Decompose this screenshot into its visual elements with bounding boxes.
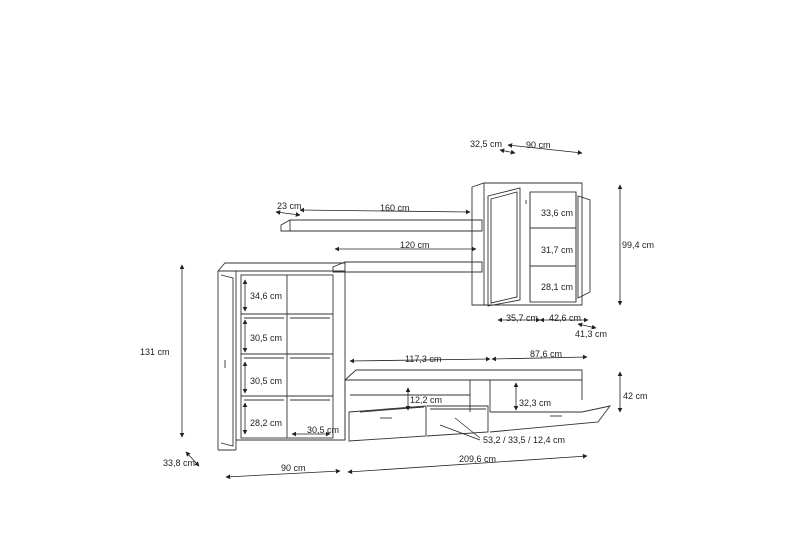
dim-wall-width — [507, 143, 583, 155]
dim-label-wall-shelf-1: 33,6 cm — [541, 208, 574, 218]
leader-lines — [439, 417, 481, 441]
dim-shelf-width — [299, 207, 471, 215]
dim-label-bench-width: 209,6 cm — [459, 454, 497, 464]
dim-label-shelf-width: 160 cm — [380, 203, 410, 213]
dim-label-bench-drawers: 53,2 / 33,5 / 12,4 cm — [483, 435, 566, 445]
dim-label-bench-top-left: 117,3 cm — [405, 354, 442, 364]
dim-shelf-depth — [275, 210, 301, 217]
dim-label-wall-depth: 32,5 cm — [470, 139, 503, 149]
dim-cabinet-depth — [185, 451, 200, 467]
dim-label-wall-shelf-3: 28,1 cm — [541, 282, 574, 292]
dim-label-wall-side: 41,3 cm — [575, 329, 608, 339]
dim-label-shelf-depth: 23 cm — [277, 201, 302, 211]
dim-label-cabinet-height: 131 cm — [140, 347, 170, 357]
dim-label-bridge-width: 120 cm — [400, 240, 430, 250]
dim-label-cabinet-shelf-2: 30,5 cm — [250, 333, 283, 343]
dim-label-cabinet-shelf-1: 34,6 cm — [250, 291, 283, 301]
dim-label-bench-inner-right: 32,3 cm — [519, 398, 552, 408]
dim-label-cabinet-depth: 33,8 cm — [163, 458, 196, 468]
dim-wall-side — [577, 322, 597, 330]
dim-label-cabinet-shelf-3: 30,5 cm — [250, 376, 283, 386]
dim-label-cabinet-shelf-width: 30,5 cm — [307, 425, 340, 435]
dim-label-bench-top-right: 87,6 cm — [530, 349, 563, 359]
dim-label-bench-height: 42 cm — [623, 391, 648, 401]
long-wall-shelf — [280, 219, 483, 232]
dim-wall-depth — [499, 148, 516, 155]
wall-cabinet — [471, 182, 591, 307]
dim-label-cabinet-shelf-4: 28,2 cm — [250, 418, 283, 428]
dim-cabinet-width — [225, 468, 341, 480]
dim-label-wall-width: 90 cm — [526, 140, 551, 150]
tv-bench — [344, 369, 612, 442]
dim-label-bench-inner-left: 12,2 cm — [410, 395, 443, 405]
dim-label-wall-shelf-2: 31,7 cm — [541, 245, 574, 255]
furniture-outlines — [217, 182, 612, 451]
dim-bench-width — [347, 453, 588, 475]
tall-cabinet — [217, 262, 346, 451]
dim-label-cabinet-width: 90 cm — [281, 463, 306, 473]
dim-label-wall-bottom-left: 35,7 cm — [506, 313, 539, 323]
bridge-shelf — [332, 261, 483, 273]
dimension-lines — [179, 143, 623, 480]
dim-label-wall-bottom-right: 42,6 cm — [549, 313, 582, 323]
dim-bench-top-right — [491, 354, 588, 362]
dim-bench-top-left — [349, 356, 491, 364]
dim-label-wall-height: 99,4 cm — [622, 240, 655, 250]
